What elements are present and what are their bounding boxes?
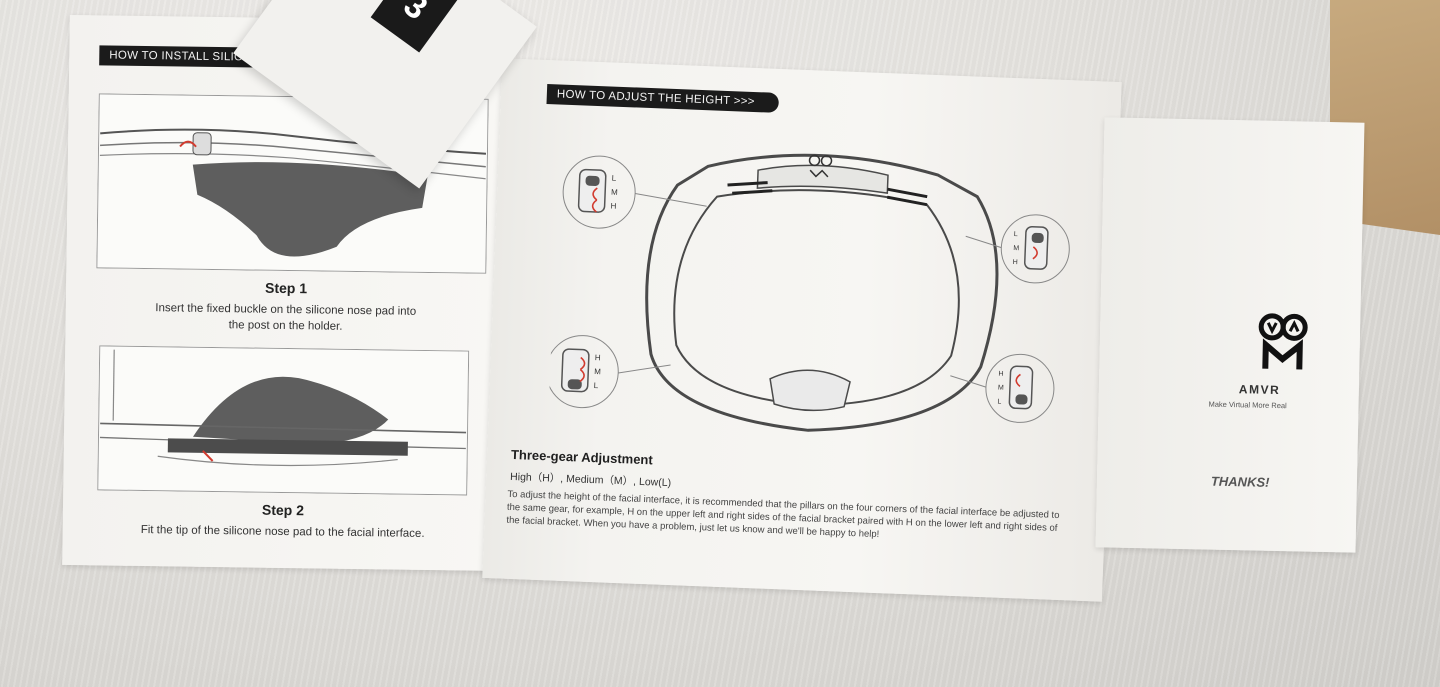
gear-label-h-bottomright: H: [998, 371, 1003, 378]
gear-label-h-bottomleft: H: [595, 353, 601, 362]
brand-tagline: Make Virtual More Real: [1208, 399, 1287, 411]
adjustment-paragraph: To adjust the height of the facial inter…: [506, 488, 1060, 540]
amvr-logo-icon: [1258, 313, 1308, 370]
gear-label-m-bottomright: M: [998, 385, 1004, 392]
step2-text: Fit the tip of the silicone nose pad to …: [140, 523, 425, 540]
gear-label-m-topleft: M: [611, 188, 618, 197]
gear-label-m-topright: M: [1013, 245, 1019, 252]
step2-illustration: [97, 345, 470, 496]
gear-levels-text: High（H）, Medium（M）, Low(L): [509, 470, 672, 490]
gear-label-l-bottomright: L: [997, 399, 1001, 406]
gear-label-l-topright: L: [1014, 231, 1018, 238]
gear-label-l-bottomleft: L: [594, 381, 599, 390]
gear-label-l-topleft: L: [612, 174, 617, 183]
gear-label-h-topright: H: [1013, 259, 1018, 266]
gear-label-h-topleft: H: [610, 202, 616, 211]
instruction-panel-height: HOW TO ADJUST THE HEIGHT >>>: [482, 58, 1122, 602]
thanks-text: THANKS!: [1210, 473, 1270, 490]
adjust-height-banner: HOW TO ADJUST THE HEIGHT >>>: [546, 84, 780, 113]
facial-interface-illustration: L M H H M L L M H H M L: [547, 153, 1070, 432]
amvr-logo-small-icon: [808, 154, 833, 178]
page-number-badge: 3: [370, 0, 461, 53]
gear-label-m-bottomleft: M: [594, 367, 601, 376]
step2-title: Step 2: [261, 501, 305, 519]
back-cover-panel: AMVR Make Virtual More Real THANKS!: [1095, 117, 1365, 553]
three-gear-heading: Three-gear Adjustment: [510, 446, 654, 468]
brand-name: AMVR: [1238, 382, 1281, 398]
step1-title: Step 1: [264, 279, 308, 297]
